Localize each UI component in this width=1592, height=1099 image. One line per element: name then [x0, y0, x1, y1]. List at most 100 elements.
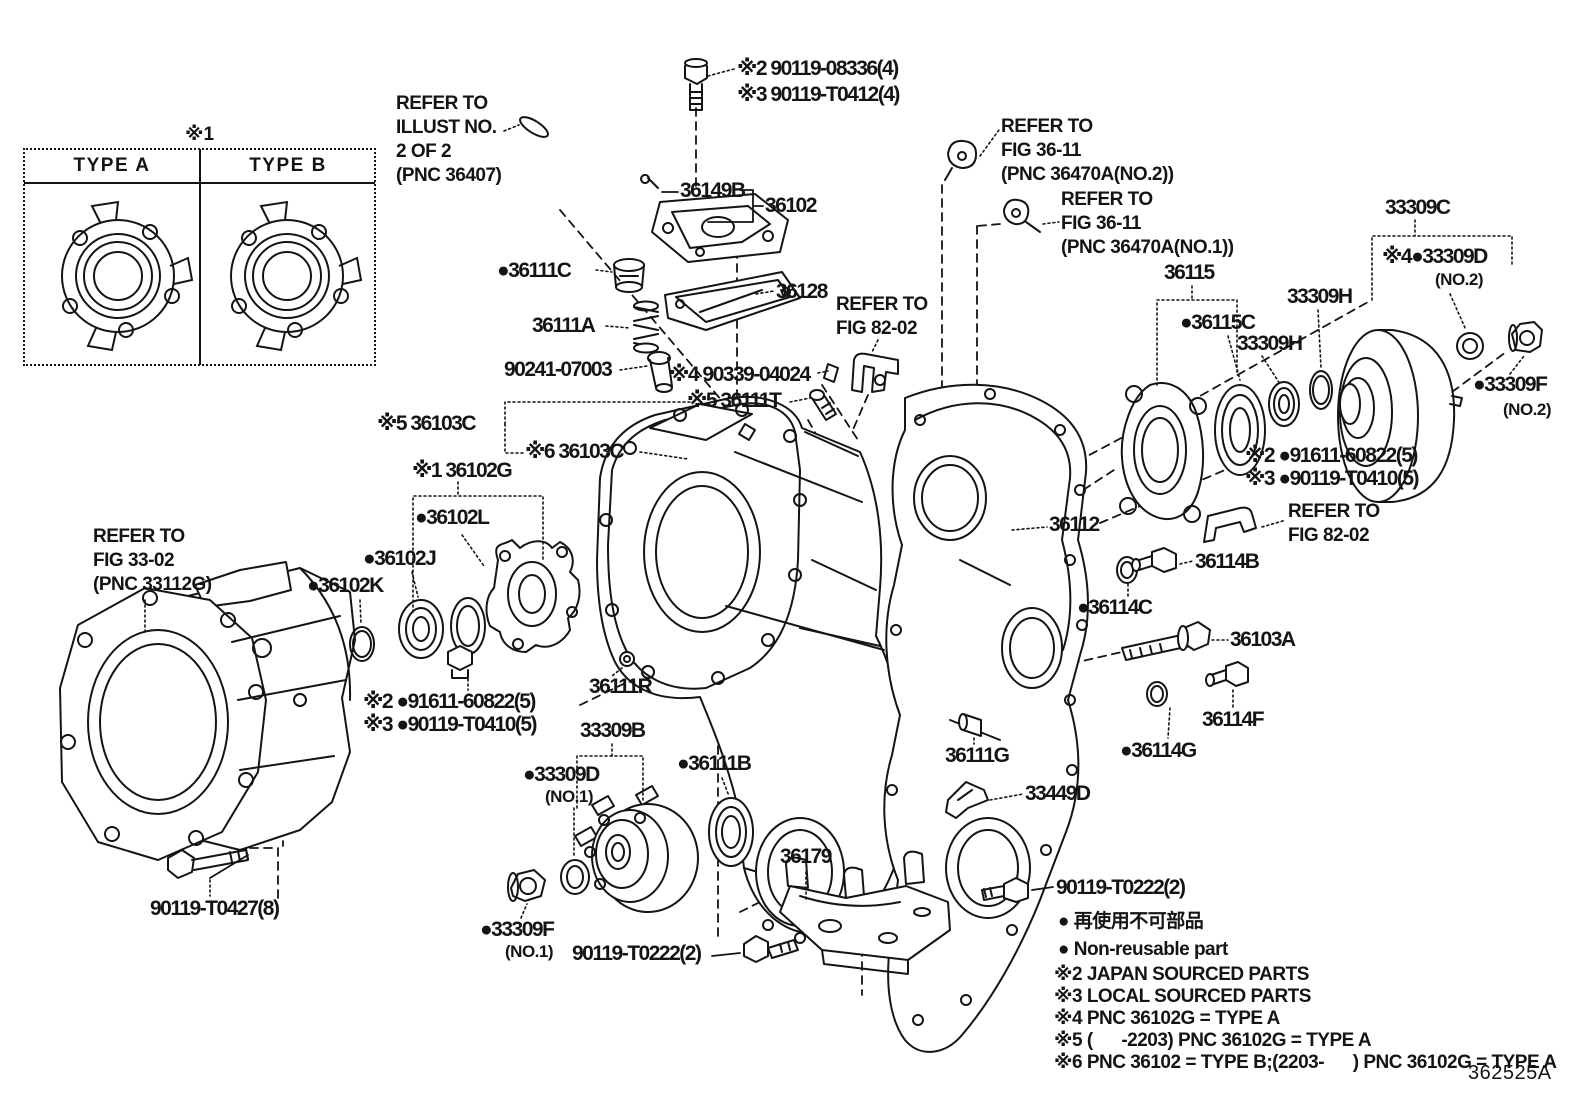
- legend-note-5: ※5 ( -2203) PNC 36102G = TYPE A: [1054, 1030, 1372, 1051]
- note-refer-fig82-02-right-line-1: REFER TO: [1288, 501, 1380, 522]
- legend-note-2: ※2 JAPAN SOURCED PARTS: [1054, 964, 1309, 985]
- leader-lines: [144, 68, 1525, 919]
- callout-bolt-91611-left[interactable]: ※2 ●91611-60822(5): [363, 690, 536, 713]
- part-extension-housing-drawing: [59, 561, 356, 861]
- part-rear-case-36112-drawing: [883, 383, 1090, 1053]
- note-refer-fig36-11-no2-line-1: REFER TO: [1001, 116, 1093, 137]
- note-refer-fig82-02-center-line-1: REFER TO: [836, 294, 928, 315]
- note-refer-fig36-11-no2-line-3: (PNC 36470A(NO.2)): [1001, 164, 1174, 185]
- callout-oring-36102k[interactable]: ●36102K: [307, 574, 384, 597]
- callout-pump-assy-36102g[interactable]: ※1 36102G: [412, 459, 513, 482]
- part-center-bracket-drawing: [851, 352, 899, 393]
- inset-note-marker: ※1: [185, 124, 215, 145]
- callout-bolt-90119-08336[interactable]: ※2 90119-08336(4): [737, 57, 899, 80]
- note-refer-fig33-02-line-2: FIG 33-02: [93, 550, 175, 571]
- callout-bolt-90241-07003[interactable]: 90241-07003: [504, 358, 613, 381]
- callout-cover-36149b[interactable]: 36149B: [680, 179, 746, 202]
- callout-seal-33309d-no2[interactable]: ※4●33309D: [1382, 245, 1488, 268]
- callout-spring-36111a[interactable]: 36111A: [532, 314, 596, 337]
- callout-bolt-36114f[interactable]: 36114F: [1202, 708, 1265, 731]
- callout-nut-33309f-no1[interactable]: ●33309F: [480, 918, 555, 941]
- callout-hub-33309b[interactable]: 33309B: [580, 719, 646, 742]
- callout-seal-33309d-no1-sub: (NO.1): [545, 787, 594, 806]
- legend-nonreusable-en: ● Non-reusable part: [1058, 939, 1228, 960]
- part-bolt-91611-left-drawing: [447, 645, 473, 679]
- callout-nut-33309f-no2-sub: (NO.2): [1503, 400, 1552, 419]
- callout-case-36103c-note5[interactable]: ※5 36103C: [377, 412, 477, 435]
- callout-seal-36111b[interactable]: ●36111B: [677, 752, 752, 775]
- callout-seal-36114c[interactable]: ●36114C: [1077, 596, 1153, 619]
- part-top-bolt-drawing: [684, 58, 708, 111]
- note-refer-fig36-11-no2: REFER TO FIG 36-11 (PNC 36470A(NO.2)): [1001, 115, 1174, 187]
- note-refer-fig36-11-no1-line-1: REFER TO: [1061, 189, 1153, 210]
- callout-seal-36114g[interactable]: ●36114G: [1120, 739, 1197, 762]
- callout-plug-36111c[interactable]: ●36111C: [497, 259, 572, 282]
- inset-column-type-a: TYPE A: [73, 155, 151, 176]
- callout-crossmember-36179[interactable]: 36179: [780, 845, 832, 868]
- callout-flange-33309c[interactable]: 33309C: [1385, 196, 1451, 219]
- part-bolt-90241-drawing: [647, 351, 673, 393]
- callout-bolt-90119-t0412[interactable]: ※3 90119-T0412(4): [737, 83, 900, 106]
- callout-bolt-90119-t0410-left[interactable]: ※3 ●90119-T0410(5): [363, 713, 538, 736]
- callout-bolt-90119-t0410-right[interactable]: ※3 ●90119-T0410(5): [1245, 467, 1420, 490]
- part-bolt-t0427-drawing: [167, 848, 249, 879]
- callout-adapter-36115[interactable]: 36115: [1164, 261, 1215, 284]
- callout-bearing-36115c[interactable]: ●36115C: [1180, 311, 1256, 334]
- callout-bolt-36103a[interactable]: 36103A: [1230, 628, 1296, 651]
- part-plug-36111c-drawing: [613, 258, 645, 293]
- leader-stubs: [209, 189, 1054, 957]
- part-pump-36102-drawing: [349, 539, 581, 662]
- callout-bearing-36102j[interactable]: ●36102J: [363, 547, 437, 570]
- callout-case-36103c-note6[interactable]: ※6 36103C: [525, 440, 625, 463]
- part-gasket-36128-drawing: [664, 271, 801, 331]
- part-output-flange-assy-drawing: [1119, 321, 1543, 523]
- note-refer-fig36-11-no1-line-3: (PNC 36470A(NO.1)): [1061, 237, 1234, 258]
- callout-ring-33309h-inner[interactable]: 33309H: [1287, 285, 1353, 308]
- callout-bracket-33449d[interactable]: 33449D: [1025, 782, 1091, 805]
- note-refer-fig82-02-right-line-2: FIG 82-02: [1288, 525, 1370, 546]
- callout-pump-body-36102l[interactable]: ●36102L: [415, 506, 490, 529]
- note-refer-fig33-02: REFER TO FIG 33-02 (PNC 33112G): [93, 525, 212, 597]
- part-33449d-drawing: [945, 713, 989, 819]
- type-comparison-inset: [23, 148, 376, 366]
- callout-nut-33309f-no2[interactable]: ●33309F: [1473, 373, 1548, 396]
- callout-bolt-36111t[interactable]: ※5 36111T: [687, 389, 782, 412]
- callout-bolt-90119-t0222-left[interactable]: 90119-T0222(2): [572, 942, 702, 965]
- part-plug-90339-drawing: [809, 363, 839, 421]
- callout-seal-33309d-no1[interactable]: ●33309D: [523, 763, 600, 786]
- callout-nut-33309f-no1-sub: (NO.1): [505, 942, 554, 961]
- callout-case-assy-36102[interactable]: 36102: [765, 194, 817, 217]
- legend-nonreusable-ja: ● 再使用不可部品: [1058, 911, 1204, 932]
- note-refer-illust-2of2-line-1: REFER TO: [396, 93, 488, 114]
- callout-gasket-36128[interactable]: 36128: [776, 280, 828, 303]
- note-refer-fig82-02-right: REFER TO FIG 82-02: [1288, 500, 1380, 548]
- callout-plug-36111r[interactable]: 36111R: [589, 675, 653, 698]
- legend-note-6: ※6 PNC 36102 = TYPE B;(2203- ) PNC 36102…: [1054, 1052, 1557, 1073]
- note-refer-fig36-11-no2-line-2: FIG 36-11: [1001, 140, 1081, 161]
- note-refer-fig33-02-line-1: REFER TO: [93, 526, 185, 547]
- note-refer-fig36-11-no1-line-2: FIG 36-11: [1061, 213, 1141, 234]
- note-refer-fig33-02-line-3: (PNC 33112G): [93, 574, 212, 595]
- callout-bolt-90119-t0222-right[interactable]: 90119-T0222(2): [1056, 876, 1186, 899]
- callout-plug-90339-04024[interactable]: ※4 90339-04024: [669, 363, 811, 386]
- callout-ring-33309h-outer[interactable]: 33309H: [1237, 332, 1303, 355]
- callout-bolt-36114b[interactable]: 36114B: [1195, 550, 1260, 573]
- note-refer-illust-2of2-line-4: (PNC 36407): [396, 165, 502, 186]
- callout-plate-36112[interactable]: 36112: [1049, 513, 1100, 536]
- part-cover-36149b-drawing: [640, 174, 789, 263]
- part-breather-tube-drawing: [519, 116, 756, 441]
- callout-bolt-91611-right[interactable]: ※2 ●91611-60822(5): [1245, 444, 1418, 467]
- figure-number: 362525A: [1468, 1062, 1552, 1084]
- part-speed-sensors-drawing: [944, 139, 1041, 233]
- part-hub-assy-drawing: [507, 785, 754, 913]
- callout-bolt-90119-t0427[interactable]: 90119-T0427(8): [150, 897, 280, 920]
- note-refer-fig36-11-no1: REFER TO FIG 36-11 (PNC 36470A(NO.1)): [1061, 188, 1234, 260]
- part-right-fasteners-drawing: [1116, 506, 1257, 707]
- callout-pin-36111g[interactable]: 36111G: [945, 744, 1010, 767]
- part-crossmember-36179-drawing: [743, 850, 1029, 975]
- note-refer-illust-2of2-line-2: ILLUST NO.: [396, 117, 497, 138]
